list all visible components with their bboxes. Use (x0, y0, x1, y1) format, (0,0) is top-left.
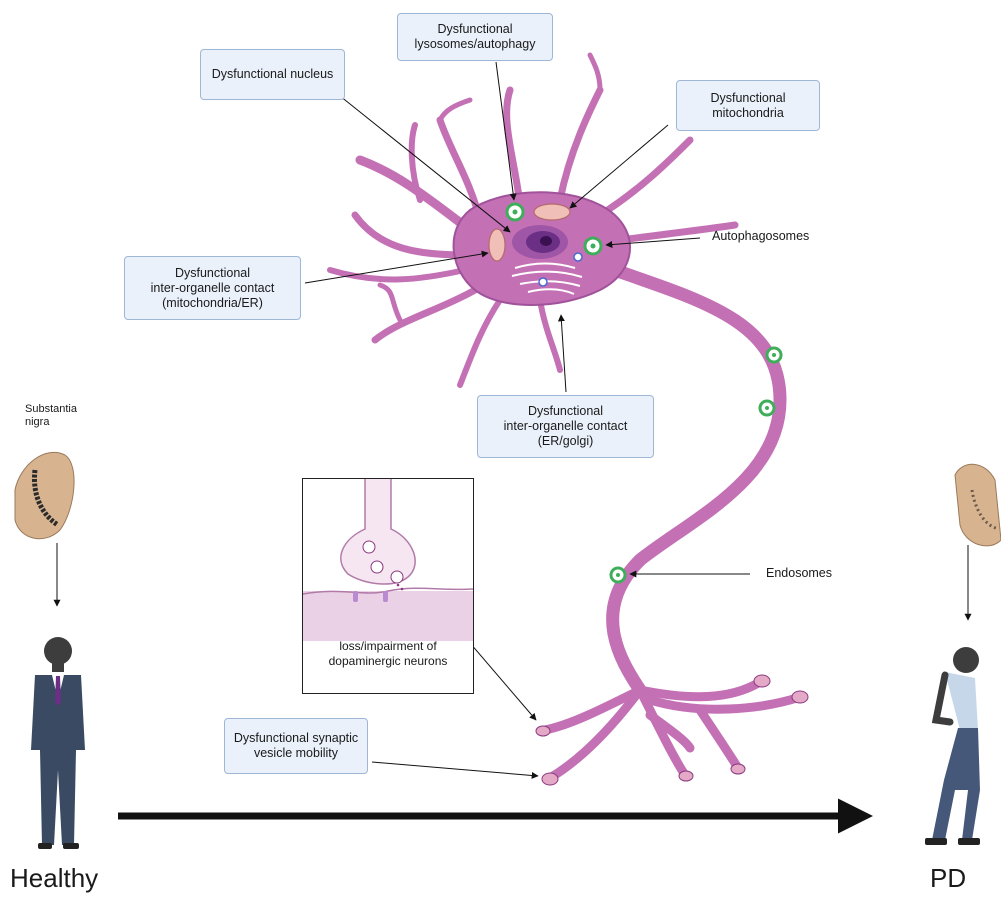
label-contact-er-golgi: Dysfunctional inter-organelle contact (E… (477, 395, 654, 458)
label-substantia-line1: Substantia (25, 403, 77, 416)
label-lysosomes-line2: lysosomes/autophagy (415, 37, 536, 52)
label-substantia-line2: nigra (25, 416, 77, 429)
substantia-nigra-pd (955, 464, 1001, 546)
label-mitochondria: Dysfunctional mitochondria (676, 80, 820, 131)
label-synaptic-line1: Dysfunctional synaptic (234, 731, 358, 746)
healthy-person (31, 637, 85, 849)
label-contact-golgi-line2: inter-organelle contact (504, 419, 628, 434)
synapse-inset: loss/impairment of dopaminergic neurons (302, 478, 474, 694)
label-mitochondria-line1: Dysfunctional (710, 91, 785, 106)
label-lysosomes: Dysfunctional lysosomes/autophagy (397, 13, 553, 61)
label-contact-mito-line3: (mitochondria/ER) (162, 296, 263, 311)
label-endosomes: Endosomes (766, 566, 832, 581)
inset-caption: loss/impairment of dopaminergic neurons (303, 639, 473, 669)
label-synaptic-vesicle: Dysfunctional synaptic vesicle mobility (224, 718, 368, 774)
label-nucleus: Dysfunctional nucleus (200, 49, 345, 100)
axon (600, 265, 780, 690)
nucleus (512, 225, 568, 259)
substantia-nigra-healthy (15, 452, 74, 538)
label-substantia-nigra: Substantia nigra (25, 403, 77, 429)
label-mitochondria-line2: mitochondria (712, 106, 784, 121)
label-contact-mito-line2: inter-organelle contact (151, 281, 275, 296)
label-lysosomes-line1: Dysfunctional (437, 22, 512, 37)
label-contact-golgi-line3: (ER/golgi) (538, 434, 594, 449)
label-nucleus-text: Dysfunctional nucleus (212, 67, 334, 82)
inset-caption-line1: loss/impairment of (303, 639, 473, 654)
label-synaptic-line2: vesicle mobility (254, 746, 338, 761)
inset-caption-line2: dopaminergic neurons (303, 654, 473, 669)
label-contact-mito-er: Dysfunctional inter-organelle contact (m… (124, 256, 301, 320)
label-contact-golgi-line1: Dysfunctional (528, 404, 603, 419)
label-contact-mito-line1: Dysfunctional (175, 266, 250, 281)
label-pd: PD (930, 863, 966, 894)
label-healthy: Healthy (10, 863, 98, 894)
axon-terminals (545, 682, 800, 778)
label-autophagosomes: Autophagosomes (712, 229, 809, 244)
pd-person (925, 647, 980, 845)
